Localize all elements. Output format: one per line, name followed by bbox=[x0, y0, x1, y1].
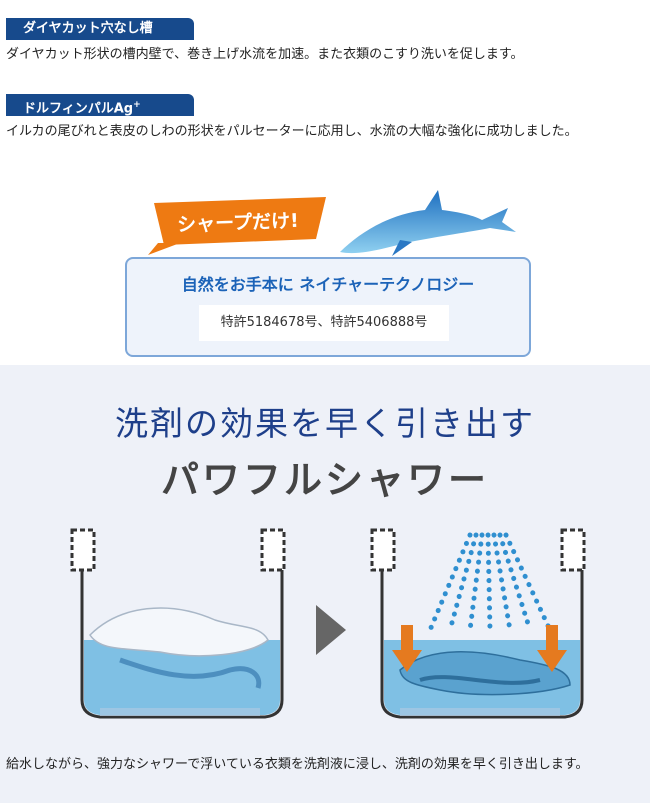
shower-title: パワフルシャワー bbox=[160, 458, 489, 502]
powerful-shower-section: 洗剤の効果を早く引き出す パワフルシャワー bbox=[0, 365, 650, 803]
feature-tag-sup: + bbox=[133, 100, 141, 110]
nature-technology-title: 自然をお手本に ネイチャーテクノロジー bbox=[181, 275, 475, 294]
shower-headline: 洗剤の効果を早く引き出す bbox=[115, 404, 535, 443]
downward-arrow-icon bbox=[392, 625, 567, 672]
badge-text: シャープだけ! bbox=[177, 209, 299, 236]
patent-numbers: 特許5184678号、特許5406888号 bbox=[199, 305, 449, 341]
dolphin-illustration bbox=[340, 190, 516, 256]
feature-tag-label: ドルフィンパルAg bbox=[23, 101, 134, 117]
washing-tub-comparison bbox=[70, 528, 586, 719]
transition-arrow-icon bbox=[316, 605, 346, 655]
tub-after-shower bbox=[370, 528, 586, 719]
shower-description: 給水しながら、強力なシャワーで浮いている衣類を洗剤液に浸し、洗剤の効果を早く引き… bbox=[6, 757, 589, 772]
sharp-only-badge: シャープだけ! bbox=[148, 197, 326, 255]
feature-tag-label: ダイヤカット穴なし槽 bbox=[23, 21, 153, 36]
feature-description: イルカの尾びれと表皮のしわの形状をパルセーターに応用し、水流の大幅な強化に成功し… bbox=[6, 124, 578, 139]
nature-technology-box: 自然をお手本に ネイチャーテクノロジー 特許5184678号、特許5406888… bbox=[125, 257, 531, 357]
feature-tag-diamond-cut: ダイヤカット穴なし槽 bbox=[6, 18, 194, 40]
tub-before bbox=[70, 528, 286, 719]
feature-tag-dolphin-pal: ドルフィンパルAg+ bbox=[6, 94, 194, 116]
feature-description: ダイヤカット形状の槽内壁で、巻き上げ水流を加速。また衣類のこすり洗いを促します。 bbox=[6, 47, 524, 62]
